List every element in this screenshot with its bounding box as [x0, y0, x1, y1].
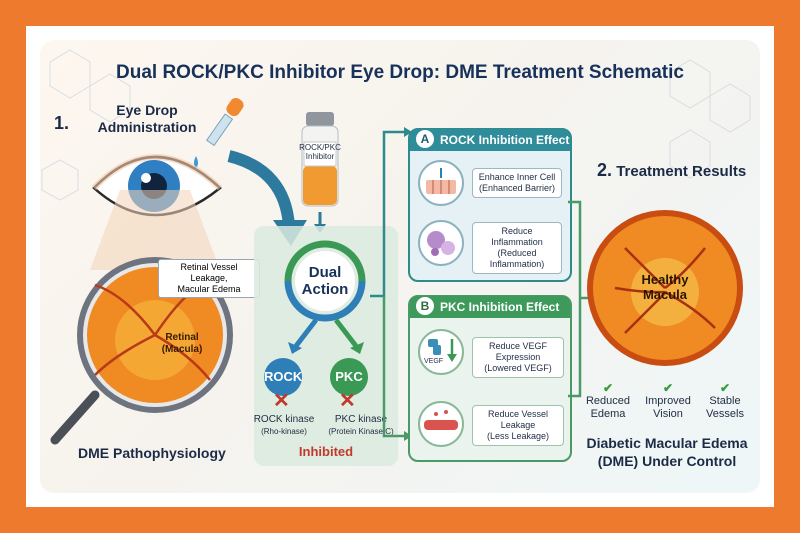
dual-action-label: Dual Action: [301, 264, 349, 298]
pkc-blocked-x-icon: ✕: [339, 390, 356, 412]
retina-label: Retinal (Macula): [161, 332, 203, 355]
inflammation-cell-icon: [418, 220, 464, 266]
vessel-leakage-icon: [418, 401, 464, 447]
pathophysiology-title: DME Pathophysiology: [78, 445, 226, 461]
check-icon: ✔: [662, 381, 674, 395]
schematic-card: Dual ROCK/PKC Inhibitor Eye Drop: DME Tr…: [40, 40, 760, 493]
panel-b-letter: B: [416, 297, 434, 315]
conclusion-label: Diabetic Macular Edema (DME) Under Contr…: [586, 435, 748, 469]
result-stable-vessels: ✔ Stable Vessels: [695, 382, 755, 421]
check-icon: ✔: [602, 381, 614, 395]
leakage-callout: Retinal Vessel Leakage, Macular Edema: [158, 259, 260, 298]
vegf-text: VEGF: [424, 358, 444, 365]
pkc-effect-header: B PKC Inhibition Effect: [410, 296, 570, 318]
step1-number: 1.: [54, 113, 70, 133]
vial-label: ROCK/PKC Inhibitor: [299, 143, 341, 161]
step1-label: Eye Drop Administration: [97, 102, 197, 135]
pkc-badge: PKC: [330, 358, 368, 396]
cell-barrier-icon: [418, 160, 464, 206]
inhibited-label: Inhibited: [298, 444, 354, 459]
check-icon: ✔: [719, 381, 731, 395]
hex-pattern-decoration: [41, 49, 751, 201]
healthy-macula-illustration: [587, 210, 743, 366]
vegf-icon: VEGF: [418, 329, 464, 375]
rock-badge: ROCK: [264, 358, 302, 396]
step2-title: 2. Treatment Results: [597, 160, 747, 180]
reduce-inflammation-box: Reduce Inflammation (Reduced Inflammatio…: [472, 222, 562, 274]
reduce-leakage-box: Reduce Vessel Leakage (Less Leakage): [472, 405, 564, 446]
rock-effect-panel: A ROCK Inhibition Effect Enhance Inner C…: [408, 128, 572, 282]
healthy-macula-label: Healthy Macula: [641, 272, 689, 302]
rock-blocked-x-icon: ✕: [273, 390, 290, 412]
result-improved-vision: ✔ Improved Vision: [638, 382, 698, 421]
enhance-barrier-box: Enhance Inner Cell (Enhanced Barrier): [472, 168, 562, 198]
vial-icon: [301, 112, 339, 207]
magnifier-illustration: [50, 190, 233, 445]
dropper-icon: [194, 97, 244, 168]
reduce-vegf-box: Reduce VEGF Expression (Lowered VEGF): [472, 337, 564, 378]
panel-a-letter: A: [416, 130, 434, 148]
pkc-effect-panel: B PKC Inhibition Effect VEGF Reduce VEGF…: [408, 295, 572, 462]
pkc-kinase-label: PKC kinase (Protein Kinase C): [328, 414, 394, 436]
branch-connector: [370, 127, 412, 441]
rock-kinase-label: ROCK kinase (Rho-kinase): [253, 414, 315, 436]
result-reduced-edema: ✔ Reduced Edema: [578, 382, 638, 421]
page-title: Dual ROCK/PKC Inhibitor Eye Drop: DME Tr…: [116, 62, 684, 83]
rock-effect-header: A ROCK Inhibition Effect: [410, 129, 570, 151]
dual-action-cycle-icon: [284, 240, 366, 322]
split-arrows: [288, 318, 364, 354]
